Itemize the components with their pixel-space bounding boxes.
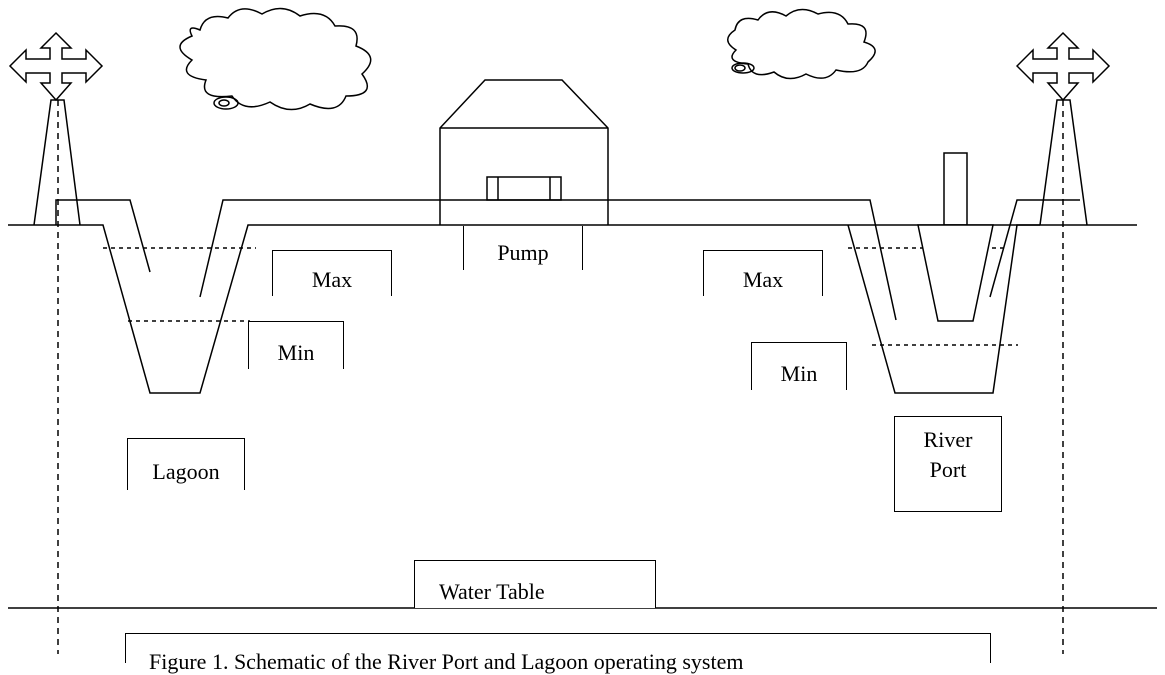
- figure-caption-text: Figure 1. Schematic of the River Port an…: [149, 649, 744, 674]
- river-min-label-text: Min: [780, 361, 818, 386]
- move-arrows-icon-left: [8, 31, 104, 102]
- lagoon-min-label: Min: [248, 321, 344, 369]
- pump-house: [439, 79, 609, 225]
- move-arrows-icon-right: [1015, 31, 1111, 102]
- pump-label-text: Pump: [497, 240, 549, 265]
- boat-icon: [917, 152, 994, 322]
- lagoon-label-text: Lagoon: [152, 459, 220, 484]
- water-table-label: Water Table: [414, 560, 656, 608]
- cloud-puff-inner-left: [218, 99, 230, 107]
- river-max-label: Max: [703, 250, 823, 296]
- cloud-icon-left: [179, 7, 372, 111]
- cloud-puff-inner-right: [734, 64, 746, 72]
- lagoon-label: Lagoon: [127, 438, 245, 490]
- river-port-label: River Port: [894, 416, 1002, 512]
- left-mast: [33, 99, 81, 654]
- cloud-puff-left: [213, 96, 239, 110]
- river-min-label: Min: [751, 342, 847, 390]
- cloud-puff-right: [731, 62, 755, 74]
- figure-caption: Figure 1. Schematic of the River Port an…: [125, 633, 991, 674]
- river-max-label-text: Max: [742, 267, 784, 292]
- river-port-inner-wall: [989, 199, 1080, 298]
- pump-label: Pump: [463, 226, 583, 270]
- river-port-basin: [847, 224, 1040, 394]
- lagoon-max-label: Max: [272, 250, 392, 296]
- water-table-label-text: Water Table: [439, 579, 545, 604]
- schematic-diagram: [8, 7, 1157, 654]
- lagoon-inner-wall-left: [55, 199, 151, 273]
- river-port-label-text: River Port: [923, 427, 973, 482]
- cloud-icon-right: [727, 8, 876, 80]
- right-mast: [1039, 99, 1088, 654]
- lagoon-max-label-text: Max: [311, 267, 353, 292]
- lagoon-min-label-text: Min: [277, 340, 315, 365]
- ground-line: [8, 224, 1137, 394]
